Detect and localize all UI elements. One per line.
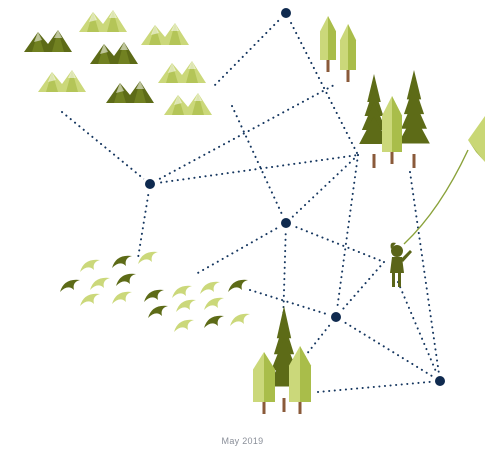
wave-icon xyxy=(60,279,80,292)
wave-icon xyxy=(90,277,110,290)
tree-icon xyxy=(382,96,402,164)
network-links xyxy=(61,12,441,393)
link xyxy=(409,171,441,382)
wave-icon xyxy=(204,315,224,328)
network-node xyxy=(142,176,158,192)
network-node xyxy=(278,5,294,21)
link xyxy=(301,316,337,361)
link xyxy=(335,154,359,318)
link xyxy=(149,83,337,185)
mountain-icon xyxy=(141,23,189,45)
link xyxy=(137,183,151,259)
link xyxy=(285,222,385,263)
forest xyxy=(253,16,430,414)
link xyxy=(335,261,385,318)
network-node xyxy=(278,215,294,231)
tree-icon xyxy=(340,24,356,82)
tree-icon xyxy=(253,352,275,414)
network-node xyxy=(328,309,344,325)
tree-icon xyxy=(289,346,311,414)
wave-icon xyxy=(112,255,132,268)
wave-icon xyxy=(116,273,136,286)
wave-icon xyxy=(172,285,192,298)
wave-icon xyxy=(228,279,248,292)
wave-icon xyxy=(144,289,164,302)
mountain-range xyxy=(24,10,212,115)
kite-flyer-figure xyxy=(390,242,412,287)
kite-icon xyxy=(468,116,485,162)
date-caption: May 2019 xyxy=(221,436,264,446)
tree-icon xyxy=(359,74,389,168)
link xyxy=(317,380,441,393)
link xyxy=(61,111,151,185)
kite-string xyxy=(403,149,469,245)
mountain-icon xyxy=(90,42,138,64)
wave-icon xyxy=(204,297,224,310)
link xyxy=(149,154,359,185)
network-nodes xyxy=(142,5,448,389)
mountain-icon xyxy=(158,61,206,83)
mountain-icon xyxy=(24,30,72,52)
wave-icon xyxy=(230,313,250,326)
tree-icon xyxy=(320,16,336,72)
link xyxy=(285,154,359,224)
link xyxy=(335,316,441,382)
link xyxy=(282,222,287,326)
mountain-icon xyxy=(79,10,127,32)
link xyxy=(211,12,287,89)
network-node xyxy=(432,373,448,389)
mountain-icon xyxy=(164,93,212,115)
link xyxy=(397,281,441,382)
link xyxy=(231,105,287,224)
link xyxy=(249,289,337,318)
wave-icon xyxy=(80,259,100,272)
wave-icon xyxy=(112,291,132,304)
tree-icon xyxy=(398,70,430,168)
link xyxy=(195,222,287,275)
mountain-icon xyxy=(38,70,86,92)
wave-icon xyxy=(174,319,194,332)
wave-icon xyxy=(148,305,168,318)
mountain-icon xyxy=(106,81,154,103)
wave-field xyxy=(60,251,250,332)
wave-icon xyxy=(176,299,196,312)
wave-icon xyxy=(200,281,220,294)
wave-icon xyxy=(138,251,158,264)
wave-icon xyxy=(80,293,100,306)
